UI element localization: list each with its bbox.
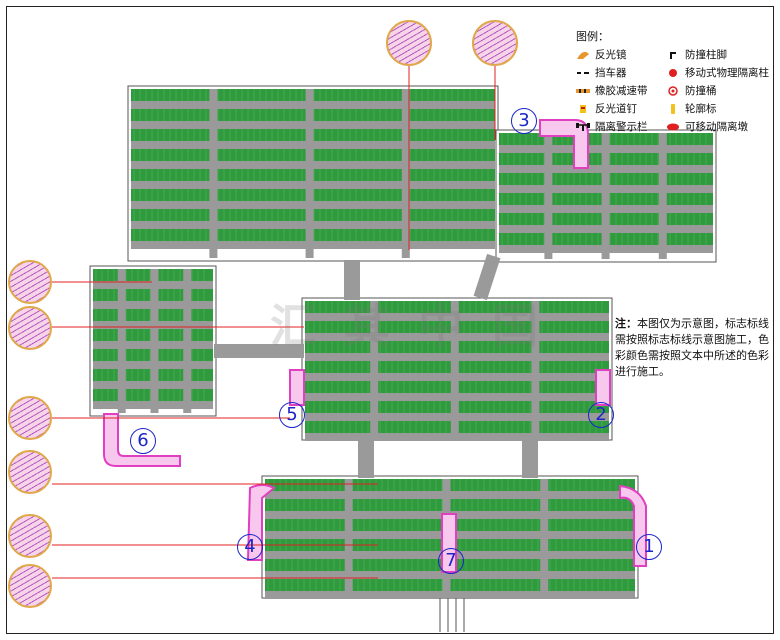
- detail-bubble[interactable]: [8, 306, 52, 350]
- ramp-number-5: 5: [279, 402, 305, 428]
- reflector-mirror-icon: [576, 50, 590, 60]
- parking-zone: [495, 129, 717, 263]
- legend-title: 图例：: [576, 30, 609, 43]
- legend: 图例： 反光镜 防撞柱脚 挡车器 移动式物理隔离柱 橡胶减速带 防撞桶 反光道钉: [576, 28, 776, 134]
- legend-item: 防撞桶: [666, 83, 776, 98]
- parking-zone: [127, 85, 499, 262]
- driveway-vertical: [540, 479, 549, 595]
- detail-bubble[interactable]: [472, 20, 518, 66]
- legend-item: 反光道钉: [576, 101, 666, 116]
- reflective-road-stud-icon: [576, 104, 590, 114]
- driveway-vertical: [658, 133, 667, 259]
- ramp: [539, 119, 589, 169]
- parking-zone: [301, 297, 613, 441]
- driveway-vertical: [344, 479, 353, 595]
- legend-item: 隔离警示栏: [576, 119, 666, 134]
- ramp: [595, 369, 611, 406]
- driveway-vertical: [117, 269, 126, 413]
- note-prefix: 注：: [615, 317, 637, 330]
- isolation-warning-fence-icon: [576, 122, 590, 132]
- ramp-number-7: 7: [438, 548, 464, 574]
- legend-item: 可移动隔离墩: [666, 119, 776, 134]
- driveway-vertical: [183, 269, 192, 413]
- detail-bubble[interactable]: [8, 450, 52, 494]
- ramp-number-6: 6: [130, 428, 156, 454]
- detail-bubble[interactable]: [386, 20, 432, 66]
- leader-lines: [52, 66, 496, 579]
- mobile-isolation-post-icon: [666, 68, 680, 78]
- driveway-vertical: [209, 89, 218, 258]
- driveway-vertical: [150, 269, 159, 413]
- legend-item: 橡胶减速带: [576, 83, 666, 98]
- movable-isolation-pier-icon: [666, 122, 680, 132]
- legend-item: 反光镜: [576, 47, 666, 62]
- drawing-frame: [6, 6, 774, 634]
- connector-road: [344, 260, 360, 300]
- parking-zone: [89, 265, 217, 417]
- ramp: [289, 369, 305, 406]
- driveway-vertical: [544, 133, 553, 259]
- connector-road: [214, 344, 304, 358]
- legend-item: 轮廓标: [666, 101, 776, 116]
- ramp-number-3: 3: [511, 108, 537, 134]
- delineator-icon: [666, 103, 680, 114]
- rubber-speed-bump-icon: [576, 86, 590, 96]
- driveway-vertical: [450, 301, 459, 437]
- detail-bubble[interactable]: [8, 514, 52, 558]
- ramp-number-1: 1: [636, 534, 662, 560]
- driveway-vertical: [601, 133, 610, 259]
- detail-bubble[interactable]: [8, 564, 52, 608]
- wheel-stopper-icon: [576, 68, 590, 78]
- watermark: 汇 其 中 国: [270, 299, 545, 353]
- note-body: 本图仅为示意图，标志标线需按照标志标线示意图施工，色彩颜色需按照文本中所述的色彩…: [615, 317, 769, 378]
- driveway-vertical: [401, 89, 410, 258]
- legend-item: 移动式物理隔离柱: [666, 65, 776, 80]
- driveway-vertical: [531, 301, 540, 437]
- driveway-vertical: [370, 301, 379, 437]
- ramp-number-2: 2: [588, 402, 614, 428]
- driveway-vertical: [305, 89, 314, 258]
- ramp-number-4: 4: [237, 534, 263, 560]
- note-text: 注：本图仅为示意图，标志标线需按照标志标线示意图施工，色彩颜色需按照文本中所述的…: [615, 316, 775, 380]
- connector-road: [473, 253, 501, 301]
- connector-road: [522, 438, 538, 478]
- connector-road: [358, 438, 374, 478]
- legend-item: 防撞柱脚: [666, 47, 776, 62]
- detail-bubble[interactable]: [8, 260, 52, 304]
- anti-collision-column-icon: [666, 50, 680, 60]
- detail-bubble[interactable]: [8, 396, 52, 440]
- ramp: [103, 413, 181, 467]
- legend-item: 挡车器: [576, 65, 666, 80]
- crash-barrel-icon: [666, 85, 680, 96]
